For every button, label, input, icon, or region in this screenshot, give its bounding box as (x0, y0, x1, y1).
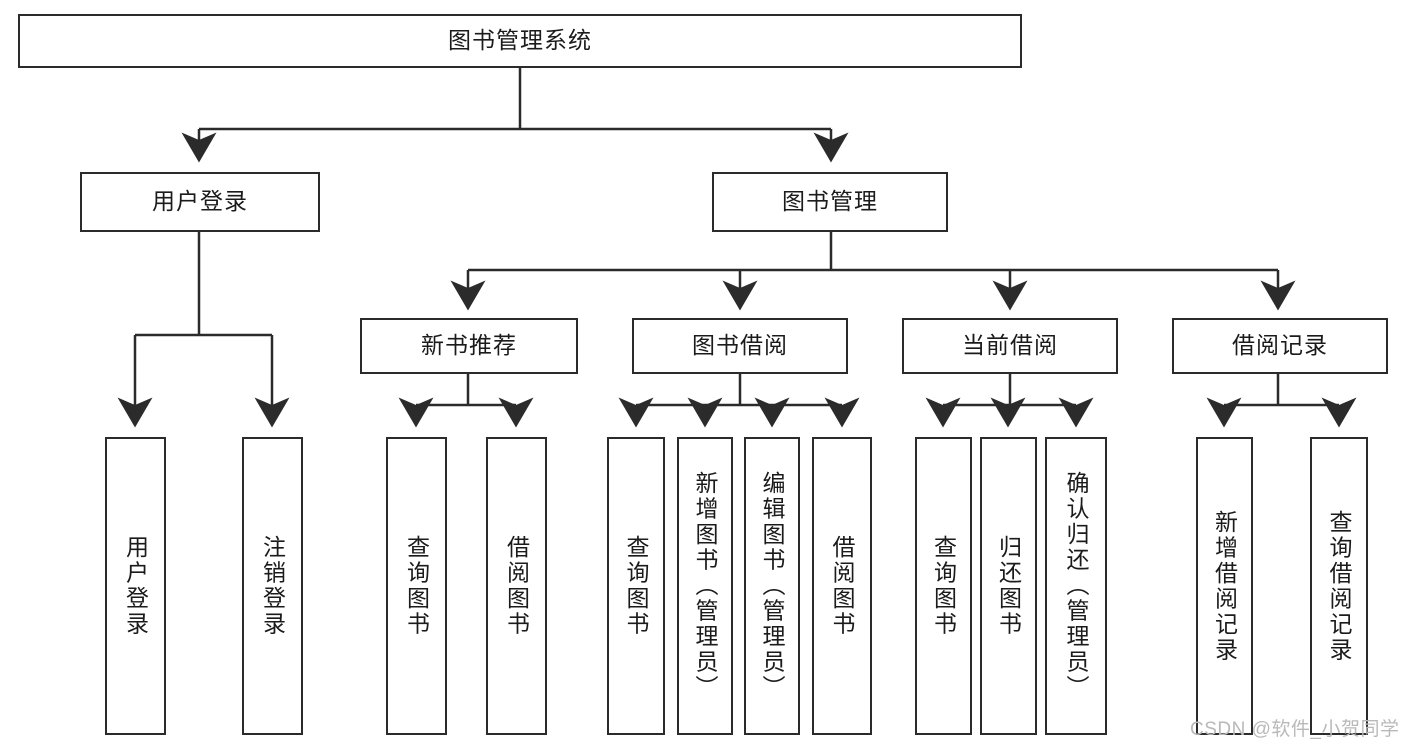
leaf-borrow-record-query[interactable]: 查询借阅记录 (1310, 437, 1368, 735)
node-book-management[interactable]: 图书管理 (712, 172, 948, 232)
leaf-label: 查询图书 (403, 535, 430, 637)
leaf-book-borrow-borrow[interactable]: 借阅图书 (812, 437, 872, 735)
leaf-label: 编辑图书（管理员） (759, 471, 786, 701)
leaf-book-borrow-query[interactable]: 查询图书 (607, 437, 665, 735)
leaf-current-borrow-query[interactable]: 查询图书 (915, 437, 972, 735)
leaf-book-borrow-edit[interactable]: 编辑图书（管理员） (744, 437, 800, 735)
leaf-label: 查询图书 (623, 535, 650, 637)
node-new-book-recommend[interactable]: 新书推荐 (360, 318, 578, 374)
node-book-borrow[interactable]: 图书借阅 (632, 318, 848, 374)
leaf-label: 借阅图书 (503, 535, 530, 637)
node-root[interactable]: 图书管理系统 (18, 14, 1022, 68)
leaf-label: 注销登录 (259, 535, 286, 637)
node-book-management-label: 图书管理 (782, 188, 878, 215)
leaf-label: 查询图书 (930, 535, 957, 637)
node-borrow-record[interactable]: 借阅记录 (1172, 318, 1388, 374)
leaf-current-borrow-confirm-return[interactable]: 确认归还（管理员） (1045, 437, 1107, 735)
leaf-book-borrow-add[interactable]: 新增图书（管理员） (677, 437, 733, 735)
leaf-borrow-record-add[interactable]: 新增借阅记录 (1196, 437, 1253, 735)
leaf-label: 借阅图书 (829, 535, 856, 637)
leaf-label: 查询借阅记录 (1326, 509, 1353, 663)
leaf-label: 新增图书（管理员） (692, 471, 719, 701)
node-user-login-label: 用户登录 (152, 188, 248, 215)
node-current-borrow[interactable]: 当前借阅 (902, 318, 1118, 374)
node-new-book-recommend-label: 新书推荐 (421, 332, 517, 359)
node-user-login[interactable]: 用户登录 (80, 172, 320, 232)
leaf-label: 确认归还（管理员） (1063, 471, 1090, 701)
leaf-new-book-query[interactable]: 查询图书 (386, 437, 447, 735)
csdn-watermark: CSDN @软件_小贺同学 (1190, 719, 1400, 740)
leaf-current-borrow-return[interactable]: 归还图书 (980, 437, 1037, 735)
node-root-label: 图书管理系统 (448, 27, 592, 54)
leaf-user-login-login[interactable]: 用户登录 (105, 437, 166, 735)
node-borrow-record-label: 借阅记录 (1232, 332, 1328, 359)
leaf-label: 新增借阅记录 (1211, 509, 1238, 663)
leaf-user-login-logout[interactable]: 注销登录 (242, 437, 303, 735)
node-book-borrow-label: 图书借阅 (692, 332, 788, 359)
leaf-label: 归还图书 (995, 535, 1022, 637)
leaf-new-book-borrow[interactable]: 借阅图书 (486, 437, 547, 735)
node-current-borrow-label: 当前借阅 (962, 332, 1058, 359)
leaf-label: 用户登录 (122, 535, 149, 637)
